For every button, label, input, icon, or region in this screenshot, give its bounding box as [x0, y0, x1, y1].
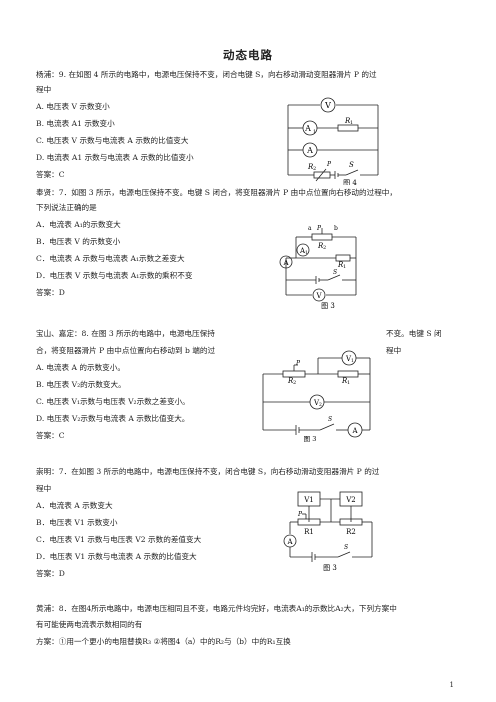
r1-sub: 1	[347, 380, 350, 386]
q4-line1: 崇明：7．在如图 3 所示的电路中，电源电压保持不变，闭合电键 S，向右移动滑动…	[36, 467, 380, 476]
page-title: 动态电路	[223, 48, 273, 62]
r2-sub: 2	[323, 245, 326, 251]
r2-sub: 2	[313, 166, 316, 172]
switch-s-label: S	[333, 269, 337, 276]
r1-label: R	[344, 117, 351, 125]
q4-line2: 程中	[36, 484, 52, 493]
voltmeter-v2-sub: 2	[319, 402, 322, 408]
q3-option-c: C. 电压表 V₁示数与电压表 V₂示数之差变小。	[36, 397, 190, 406]
voltmeter-v2-label: V	[313, 399, 320, 407]
q2-answer: 答案：D	[36, 288, 65, 297]
q1-line2: 程中	[36, 85, 52, 94]
q2-option-b: B．电压表 V 的示数变小	[36, 237, 121, 246]
ammeter-a1-sub: 1	[313, 129, 316, 135]
figure-caption: 图 3	[304, 435, 317, 442]
q3-option-a: A. 电流表 A 的示数变小。	[36, 363, 125, 372]
ammeter-a-label: A	[306, 146, 313, 155]
slider-p-label: P	[316, 225, 322, 232]
r2-label: R2	[346, 528, 356, 536]
q5-line3: 方案：①用一个更小的电阻替换R₃ ②将图4（a）中的R₂与（b）中的R₁互换	[36, 637, 291, 646]
r1-label: R	[341, 377, 348, 385]
switch-s-label: S	[344, 544, 348, 551]
ammeter-a1-sub: 1	[305, 250, 308, 256]
q2-option-a: A．电流表 A₁的示数变大	[36, 220, 121, 229]
q4-circuit-diagram: V1 V2 P R1 R2 A S 图 3	[283, 491, 373, 572]
q4-option-b: B．电压表 V1 示数变小	[36, 518, 118, 527]
r1-label: R	[337, 261, 344, 269]
q1-option-b: B. 电流表 A1 示数变小	[36, 119, 115, 128]
r1-sub: 1	[343, 264, 346, 270]
switch-s-label: S	[328, 416, 332, 423]
q4-option-c: C．电压表 V1 示数与电压表 V2 示数的差值变大	[36, 535, 202, 544]
end-a-label: a	[308, 225, 312, 232]
q5-line2: 有可能使两电流表示数相同的有	[36, 620, 143, 629]
slider-p-label: P	[295, 360, 301, 367]
figure-caption: 图 3	[323, 564, 337, 572]
q1-option-a: A. 电压表 V 示数变小	[36, 102, 110, 111]
ammeter-a-label: A	[282, 259, 289, 267]
q4-option-a: A．电流表 A 示数变大	[36, 501, 113, 510]
q3-answer: 答案：C	[36, 431, 65, 440]
q3-line2-right: 程中	[386, 346, 402, 355]
ammeter-a-label: A	[351, 427, 358, 435]
figure-caption: 图 3	[321, 302, 335, 310]
voltmeter-v2-label: V2	[345, 496, 356, 504]
q3-line1-left: 宝山、嘉定：8. 在图 3 所示的电路中，电源电压保持	[36, 329, 215, 338]
q4-option-d: D．电压表 V1 示数与电流表 A 示数的比值变大	[36, 552, 197, 561]
q1-circuit-diagram: V A 1 A R 1 R 2 P S 图 4	[287, 97, 379, 185]
q3-line1-right: 不变。电键 S 闭	[386, 329, 442, 338]
q3-option-b: B. 电压表 V₂的示数变大。	[36, 380, 126, 389]
slider-p-label: P	[326, 161, 332, 168]
r2-label: R	[317, 242, 324, 250]
slider-p-label: P	[297, 511, 303, 518]
voltmeter-label: V	[324, 101, 331, 110]
q3-option-d: D. 电压表 V₂示数与电流表 A 示数比值变大。	[36, 414, 190, 423]
r2-sub: 2	[293, 380, 296, 386]
r1-label: R1	[304, 528, 314, 536]
q3-circuit-diagram: P R 2 R 1 V 1 V 2 S A 图 3	[262, 350, 371, 442]
switch-s-label: S	[349, 161, 354, 169]
voltmeter-v1-label: V	[345, 355, 352, 363]
page-number: 1	[449, 681, 454, 689]
end-b-label: b	[334, 225, 338, 232]
voltmeter-v1-label: V1	[303, 496, 314, 504]
q2-option-c: C．电流表 A 示数与电流表 A₁示数之差变大	[36, 254, 185, 263]
q5-line1: 黄浦：8．在图4所示电路中，电源电压相同且不变，电路元件均完好，电流表A₁的示数…	[36, 604, 397, 613]
ammeter-a-label: A	[286, 538, 293, 546]
voltmeter-v1-sub: 1	[351, 358, 354, 364]
q4-answer: 答案：D	[36, 569, 65, 578]
voltmeter-label: V	[315, 292, 322, 300]
q1-option-c: C. 电压表 V 示数与电流表 A 示数的比值变大	[36, 136, 189, 145]
q2-circuit-diagram: a P b R 2 A 1 R 1 A S V 图 3	[279, 225, 357, 310]
q2-line2: 下列说法正确的是	[36, 203, 97, 212]
ammeter-a1-label: A	[304, 124, 311, 133]
r2-label: R	[307, 163, 314, 171]
q2-option-d: D．电压表 V 示数与电流表 A₁示数的乘积不变	[36, 271, 193, 280]
q1-answer: 答案：C	[36, 170, 65, 179]
q3-line2-left: 合，将变阻器滑片 P 由中点位置向右移动到 b 端的过	[36, 346, 216, 355]
r1-sub: 1	[350, 120, 353, 126]
figure-caption: 图 4	[343, 179, 357, 185]
q1-line1: 杨浦：9. 在如图 4 所示的电路中，电源电压保持不变，闭合电键 S，向右移动滑…	[36, 70, 377, 79]
r2-label: R	[287, 377, 294, 385]
ammeter-a1-label: A	[299, 247, 306, 255]
q1-option-d: D. 电流表 A1 示数与电流表 A 示数的比值变小	[36, 153, 194, 162]
q2-line1: 奉贤：7．如图 3 所示，电源电压保持不变。电键 S 闭合，将变阻器滑片 P 由…	[36, 188, 397, 197]
